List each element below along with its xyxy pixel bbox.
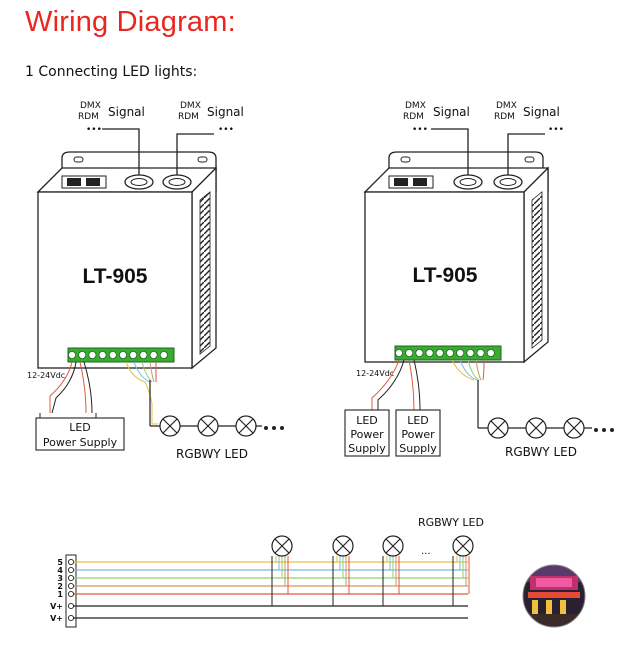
- right-ps2-line2: Power: [401, 428, 435, 441]
- terminal-screw: [486, 348, 495, 357]
- terminal-screw: [98, 350, 107, 359]
- left-power-supply-box: [35, 417, 125, 451]
- terminal-screw: [394, 348, 403, 357]
- right-ps1-line2: Power: [350, 428, 384, 441]
- bus-led-label: RGBWY LED: [418, 516, 484, 529]
- bus-pin-label: 1: [57, 590, 63, 599]
- led-facade-photo: [522, 564, 586, 628]
- terminal-screw: [108, 350, 117, 359]
- bus-diagram: [65, 535, 474, 628]
- left-ps-line2: Power Supply: [43, 436, 118, 449]
- left-signal-in-dots: •••: [86, 125, 102, 135]
- left-signal-out-top: DMX: [180, 101, 201, 111]
- right-signal-in-bottom: RDM: [403, 112, 424, 122]
- terminal-screw: [88, 350, 97, 359]
- right-model-label: LT-905: [413, 264, 478, 287]
- terminal-screw: [476, 348, 485, 357]
- left-signal-out-label: Signal: [207, 105, 244, 119]
- right-ps2-line3: Supply: [399, 442, 437, 455]
- right-voltage-label: 12-24Vdc: [356, 369, 394, 378]
- bus-pin-label: V+: [50, 602, 63, 611]
- right-power-supply-2-box: [395, 409, 441, 457]
- bus-terminal: [67, 566, 75, 574]
- bus-pin-label: 3: [57, 574, 63, 583]
- right-signal-out-dots: •••: [548, 125, 564, 135]
- terminal-screw: [466, 348, 475, 357]
- terminal-screw: [139, 350, 148, 359]
- bus-pin-label: V+: [50, 614, 63, 623]
- terminal-screw: [78, 350, 87, 359]
- bus-terminal: [67, 574, 75, 582]
- terminal-screw: [435, 348, 444, 357]
- right-power-supply-1-box: [344, 409, 390, 457]
- right-signal-in-label: Signal: [433, 105, 470, 119]
- section-subtitle: 1 Connecting LED lights:: [25, 64, 198, 80]
- left-signal-in-top: DMX: [80, 101, 101, 111]
- terminal-screw: [445, 348, 454, 357]
- bus-terminal: [67, 590, 75, 598]
- terminal-screw: [456, 348, 465, 357]
- page-title: Wiring Diagram:: [25, 6, 236, 38]
- led-cross-mark: [335, 538, 351, 554]
- left-signal-out-dots: •••: [218, 125, 234, 135]
- left-led-label: RGBWY LED: [176, 447, 248, 461]
- bus-pin-label: 2: [57, 582, 63, 591]
- right-signal-out-bottom: RDM: [494, 112, 515, 122]
- terminal-screw: [425, 348, 434, 357]
- right-controller: [363, 128, 549, 364]
- right-ps1-line1: LED: [356, 414, 378, 427]
- right-led-label: RGBWY LED: [505, 445, 577, 459]
- right-ps2-line1: LED: [407, 414, 429, 427]
- right-signal-out-label: Signal: [523, 105, 560, 119]
- left-ps-line1: LED: [69, 421, 91, 434]
- bus-terminal: [67, 614, 75, 622]
- terminal-screw: [129, 350, 138, 359]
- left-signal-in-bottom: RDM: [78, 112, 99, 122]
- terminal-screw: [415, 348, 424, 357]
- left-signal-in-label: Signal: [108, 105, 145, 119]
- terminal-screw: [405, 348, 414, 357]
- bus-terminal: [67, 582, 75, 590]
- terminal-screw: [68, 350, 77, 359]
- right-led-chain: [487, 417, 614, 439]
- led-cross-mark: [385, 538, 401, 554]
- terminal-screw: [159, 350, 168, 359]
- right-ps1-line3: Supply: [348, 442, 386, 455]
- bus-terminal: [67, 602, 75, 610]
- right-signal-in-top: DMX: [405, 101, 426, 111]
- left-voltage-label: 12-24Vdc: [27, 371, 65, 380]
- left-led-chain: [159, 415, 284, 437]
- bus-pin-label: 5: [57, 558, 63, 567]
- left-controller: [36, 128, 217, 370]
- bus-ellipsis: ...: [421, 546, 431, 557]
- terminal-screw: [119, 350, 128, 359]
- bus-terminal: [67, 558, 75, 566]
- led-cross-mark: [274, 538, 290, 554]
- right-signal-out-top: DMX: [496, 101, 517, 111]
- led-cross-mark: [455, 538, 471, 554]
- bus-pin-label: 4: [57, 566, 63, 575]
- left-model-label: LT-905: [83, 265, 148, 288]
- right-signal-in-dots: •••: [412, 125, 428, 135]
- left-signal-out-bottom: RDM: [178, 112, 199, 122]
- terminal-screw: [149, 350, 158, 359]
